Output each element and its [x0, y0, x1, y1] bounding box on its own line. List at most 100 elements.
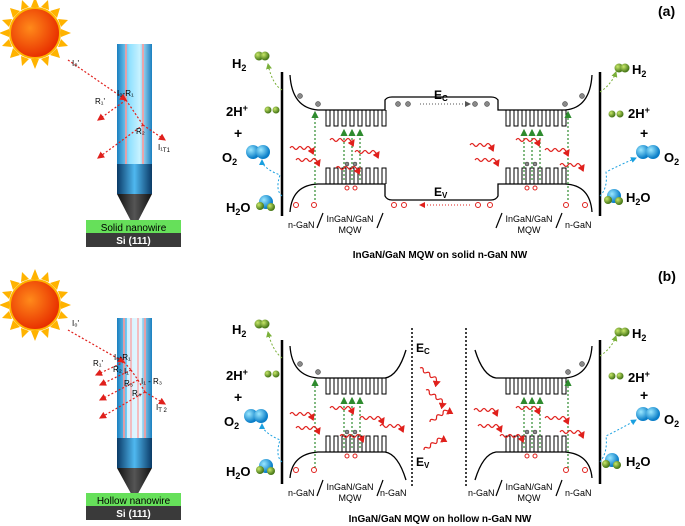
hplus-label: 2H+	[226, 103, 248, 119]
beam-label: R₁'	[93, 359, 103, 368]
substrate-top	[86, 220, 181, 233]
h2o-label: H2O	[226, 464, 251, 481]
ev-label: EV	[416, 455, 430, 470]
hplus-label: 2H+	[628, 105, 650, 121]
beam-label: I₁ - R₃	[141, 377, 162, 386]
substrate-base	[86, 233, 181, 247]
o2-molecule-icon	[636, 407, 660, 421]
hole-icon	[293, 453, 588, 473]
quantum-wells-vb-right	[505, 435, 567, 453]
o2-label: O2	[664, 150, 679, 167]
proton-icon	[272, 370, 280, 378]
quantum-wells-cb-left	[325, 109, 387, 127]
region-label: n-GaN	[380, 488, 407, 498]
o2-label: O2	[224, 414, 239, 431]
region-label: InGaN/GaN	[326, 482, 373, 492]
plus-sign: +	[640, 387, 648, 403]
beam-label: R₃	[124, 379, 133, 388]
plus-sign: +	[640, 125, 648, 141]
water-molecule-icon	[256, 459, 275, 475]
beam-label: R₂	[113, 365, 122, 374]
valence-band	[289, 451, 407, 481]
region-label: n-GaN	[288, 488, 315, 498]
beam-label: R₂	[136, 127, 145, 136]
nanowire-label: Solid nanowire	[101, 223, 167, 234]
nanowire-icon	[117, 44, 152, 228]
beam-label: I₀'	[72, 59, 80, 68]
quantum-wells-vb-left	[325, 167, 387, 185]
water-molecule-icon	[604, 189, 623, 205]
quantum-wells-cb-left	[325, 377, 387, 395]
proton-icon	[608, 372, 616, 380]
water-molecule-icon	[602, 453, 621, 469]
beam-label: I₀'	[72, 319, 80, 328]
proton-icon	[616, 110, 624, 118]
beam-label: R₄	[132, 389, 141, 398]
panel-a: (a) Solid nanowire Si (111) I₀' I₀-R₁ R₁…	[0, 0, 679, 261]
h2-molecule-icon	[614, 327, 630, 337]
beam-label: IT 2	[156, 403, 167, 414]
proton-icon	[608, 110, 616, 118]
region-label: InGaN/GaN	[505, 214, 552, 224]
ec-label: EC	[416, 341, 430, 356]
quantum-wells-vb-right	[505, 167, 567, 185]
region-label: InGaN/GaN	[326, 214, 373, 224]
h2o-label: H2O	[626, 190, 651, 207]
panel-caption: InGaN/GaN MQW on hollow n-GaN NW	[349, 514, 532, 525]
plus-sign: +	[234, 389, 242, 405]
o2-molecule-icon	[244, 409, 268, 423]
electron-icon	[297, 93, 585, 167]
substrate-label: Si (111)	[116, 509, 150, 520]
panel-label: (b)	[658, 268, 676, 284]
h2-molecule-icon	[254, 51, 270, 61]
panel-label: (a)	[658, 3, 675, 19]
h2-molecule-icon	[614, 63, 630, 73]
region-label: MQW	[339, 225, 362, 235]
electron-icon	[297, 361, 585, 435]
beam-label: R₁'	[95, 97, 105, 106]
sun-icon	[0, 268, 72, 342]
region-label: n-GaN	[468, 488, 495, 498]
conduction-band	[289, 74, 593, 111]
o2-molecule-icon	[246, 145, 270, 159]
hplus-label: 2H+	[226, 367, 248, 383]
o2-label: O2	[664, 412, 679, 429]
beam-label: I₁	[124, 367, 129, 376]
substrate-top	[86, 493, 181, 506]
region-label: n-GaN	[565, 220, 592, 230]
hole-icon	[293, 185, 588, 208]
water-molecule-icon	[256, 195, 275, 211]
ev-label: EV	[434, 185, 448, 200]
h2-label: H2	[632, 62, 646, 79]
quantum-wells-cb-right	[505, 109, 567, 127]
electron-transitions	[311, 110, 572, 200]
o2-label: O2	[222, 150, 237, 167]
proton-icon	[264, 370, 272, 378]
nanowire-label: Hollow nanowire	[97, 496, 171, 507]
substrate-label: Si (111)	[116, 236, 150, 247]
panel-b: (b) Hollow nanowire Si (111) I₀	[0, 268, 679, 525]
valence-band	[289, 183, 593, 213]
h2-label: H2	[232, 56, 246, 73]
plus-sign: +	[234, 125, 242, 141]
h2o-label: H2O	[226, 200, 251, 217]
o2-molecule-icon	[636, 145, 660, 159]
beam-label: I₀-R₁	[117, 89, 134, 98]
proton-icon	[616, 372, 624, 380]
sun-icon	[0, 0, 72, 70]
quantum-wells-vb-left	[325, 435, 387, 453]
region-label: MQW	[339, 493, 362, 503]
conduction-band	[474, 345, 593, 379]
proton-icon	[264, 106, 272, 114]
light-rays	[67, 59, 166, 159]
nanowire-icon	[117, 318, 152, 500]
region-label: n-GaN	[288, 220, 315, 230]
h2-label: H2	[232, 322, 246, 339]
panel-caption: InGaN/GaN MQW on solid n-GaN NW	[353, 250, 528, 261]
conduction-band	[289, 345, 407, 379]
ec-label: EC	[434, 88, 448, 103]
region-label: MQW	[518, 493, 541, 503]
light-rays	[67, 329, 167, 419]
h2o-label: H2O	[626, 454, 651, 471]
